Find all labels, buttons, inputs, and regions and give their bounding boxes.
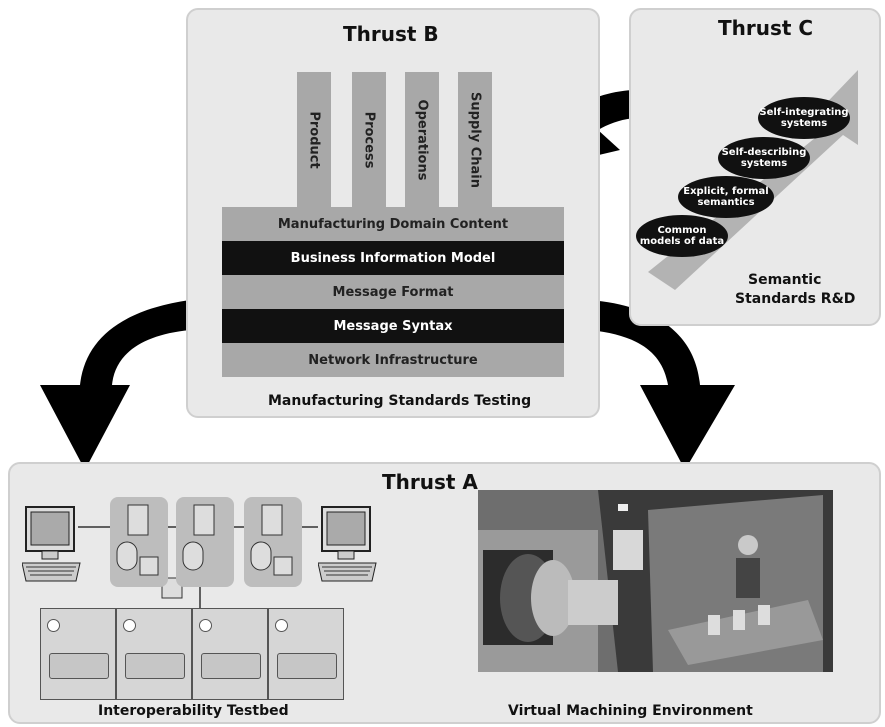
layer-message-format: Message Format bbox=[222, 275, 564, 309]
layer-network-infrastructure: Network Infrastructure bbox=[222, 343, 564, 377]
arrow-b-to-testbed bbox=[40, 300, 190, 470]
server-unit-2 bbox=[116, 608, 192, 700]
testbed-node-3 bbox=[244, 497, 302, 587]
thrust-b-title: Thrust B bbox=[343, 22, 439, 46]
arrow-b-to-vme bbox=[590, 300, 735, 470]
layer-message-syntax: Message Syntax bbox=[222, 309, 564, 343]
vme-caption: Virtual Machining Environment bbox=[508, 703, 753, 719]
layer-business-model: Business Information Model bbox=[222, 241, 564, 275]
step-self-describing: Self-describing systems bbox=[718, 137, 810, 179]
pillar-operations: Operations bbox=[405, 72, 439, 207]
thrust-c-caption-line2: Standards R&D bbox=[735, 291, 856, 307]
thrust-c-title: Thrust C bbox=[718, 16, 814, 40]
step-common-models: Common models of data bbox=[636, 215, 728, 257]
server-unit-1 bbox=[40, 608, 116, 700]
thrust-b-caption: Manufacturing Standards Testing bbox=[268, 393, 532, 409]
left-workstation-icon bbox=[22, 505, 82, 590]
pillar-process: Process bbox=[352, 72, 386, 207]
pillar-supply-chain: Supply Chain bbox=[458, 72, 492, 207]
testbed-caption: Interoperability Testbed bbox=[98, 703, 289, 719]
server-unit-4 bbox=[268, 608, 344, 700]
testbed-node-2 bbox=[176, 497, 234, 587]
thrust-c-caption-line1: Semantic bbox=[748, 272, 822, 288]
thrust-a-title: Thrust A bbox=[382, 470, 478, 494]
step-explicit-semantics: Explicit, formal semantics bbox=[678, 176, 774, 218]
step-self-integrating: Self-integrating systems bbox=[758, 97, 850, 139]
layer-domain-content: Manufacturing Domain Content bbox=[222, 207, 564, 241]
server-unit-3 bbox=[192, 608, 268, 700]
testbed-node-1 bbox=[110, 497, 168, 587]
virtual-machining-scene-image bbox=[478, 490, 833, 672]
pillar-product: Product bbox=[297, 72, 331, 207]
right-workstation-icon bbox=[318, 505, 378, 590]
